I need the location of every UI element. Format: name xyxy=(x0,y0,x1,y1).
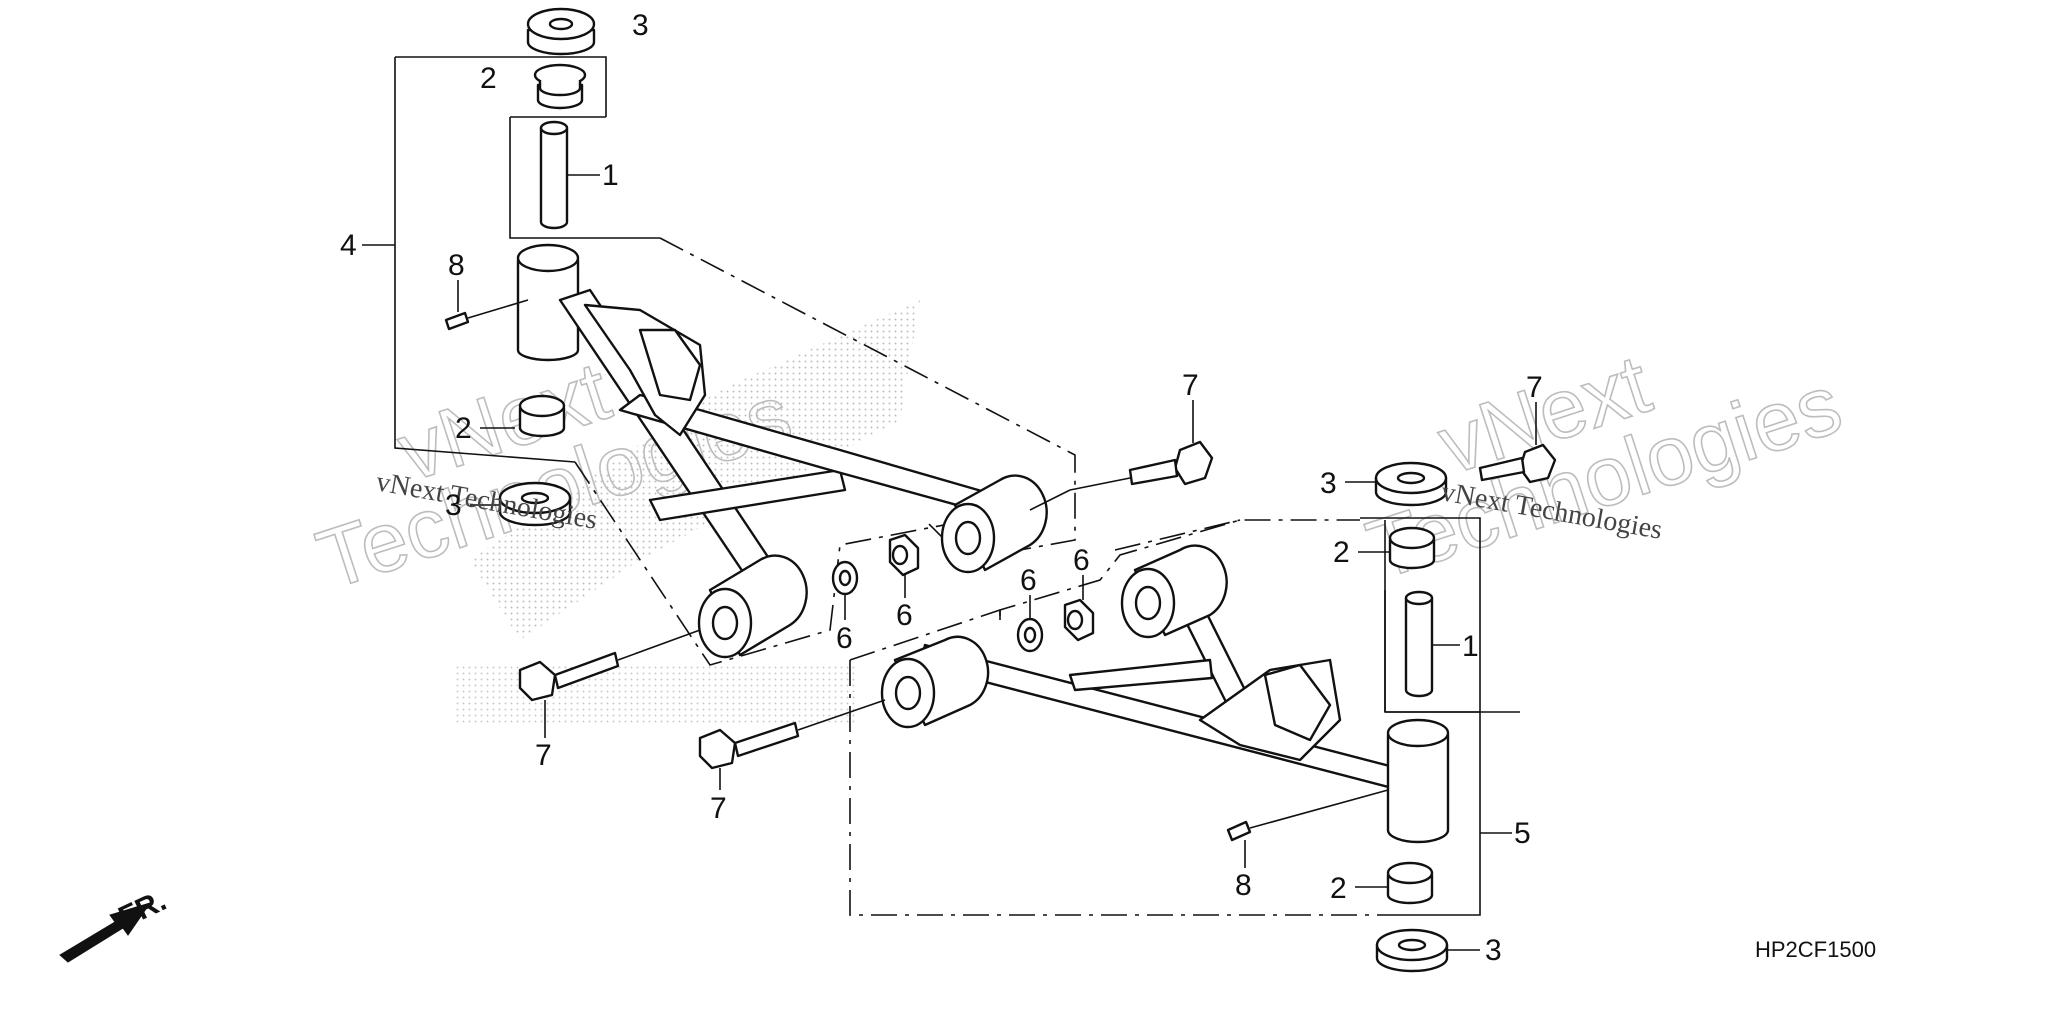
left-arm-assembly xyxy=(362,7,1214,738)
callout-2-top: 2 xyxy=(480,62,497,95)
front-direction-arrow: FR. xyxy=(59,884,171,963)
callout-3-top: 3 xyxy=(632,9,649,42)
bushing-housing-right-rear xyxy=(1120,544,1228,639)
bolt-7-upper-axis xyxy=(1029,489,1071,511)
callout-2-right-low: 2 xyxy=(1330,872,1347,905)
bolt-7-right xyxy=(1478,443,1557,484)
bracket-5 xyxy=(1360,517,1520,916)
nut-6-d xyxy=(1063,598,1095,642)
assembly-line-right-mid xyxy=(1114,519,1241,551)
callout-7-left: 7 xyxy=(535,739,552,772)
callout-3-left-low: 3 xyxy=(445,489,462,522)
callout-1-left: 1 xyxy=(602,159,619,192)
nut-6-b xyxy=(888,533,920,577)
pivot-tube-right xyxy=(1386,718,1450,844)
callout-2-left-low: 2 xyxy=(455,412,472,445)
assembly-line-left-top xyxy=(659,237,1076,561)
bolt-7-left xyxy=(518,629,701,702)
arm-tube-right-cross xyxy=(1068,658,1214,692)
callout-8-right: 8 xyxy=(1235,869,1252,902)
callout-7-mid: 7 xyxy=(710,792,727,825)
bolt-8-right xyxy=(1226,789,1389,842)
pivot-tube-left xyxy=(516,243,580,362)
callout-7-right: 7 xyxy=(1526,371,1543,404)
washer-3-right xyxy=(1374,461,1448,507)
assembly-line-left-bottom xyxy=(574,461,1001,666)
callout-numbers: 3 2 1 4 8 2 3 7 6 6 6 6 7 7 7 3 2 1 5 8 … xyxy=(340,9,1543,967)
callout-5: 5 xyxy=(1514,817,1531,850)
bracket-4 xyxy=(394,56,607,463)
ball-joint-plate-left xyxy=(638,328,702,402)
collar-1-right xyxy=(1404,590,1434,698)
callout-3-right: 3 xyxy=(1320,467,1337,500)
bushing-2-right-low xyxy=(1386,861,1434,905)
assembly-line-right-bottom xyxy=(849,660,1385,916)
bushing-housing-left-rear xyxy=(940,474,1048,574)
washer-3-top xyxy=(526,7,596,56)
callout-6-c: 6 xyxy=(1020,564,1037,597)
right-arm-assembly xyxy=(698,402,1557,973)
bushing-2-right xyxy=(1388,526,1436,570)
arrow-icon xyxy=(59,902,152,963)
callout-1-right: 1 xyxy=(1462,630,1479,663)
nut-6-a xyxy=(831,560,859,596)
bracket-1-left xyxy=(509,116,660,239)
bolt-7-upper xyxy=(1069,440,1214,491)
arm-tube-left-cross xyxy=(648,468,847,522)
collar-1-left xyxy=(539,120,569,230)
nut-6-c xyxy=(1016,617,1044,653)
bushing-2-top xyxy=(533,63,587,110)
assembly-line-right-bottom-top xyxy=(849,608,1001,661)
bolt-7-mid xyxy=(698,699,886,770)
ball-joint-plate-right xyxy=(1263,663,1332,742)
callout-3-right-low: 3 xyxy=(1485,934,1502,967)
callout-6-d: 6 xyxy=(1073,544,1090,577)
bushing-2-left-low xyxy=(518,394,566,438)
callout-6-a: 6 xyxy=(836,622,853,655)
bushing-housing-right-front xyxy=(880,635,990,729)
bracket-1-right xyxy=(1384,590,1480,713)
diagram-code: HP2CF1500 xyxy=(1755,937,1876,962)
callout-6-b: 6 xyxy=(896,599,913,632)
callout-7-upper: 7 xyxy=(1182,369,1199,402)
callout-8-left: 8 xyxy=(448,249,465,282)
washer-3-left-low xyxy=(498,481,572,527)
callout-4: 4 xyxy=(340,229,357,262)
washer-3-right-low xyxy=(1375,928,1449,973)
callout-2-right: 2 xyxy=(1333,536,1350,569)
bolt-8-left xyxy=(444,299,529,331)
bushing-housing-left-front xyxy=(697,554,808,659)
